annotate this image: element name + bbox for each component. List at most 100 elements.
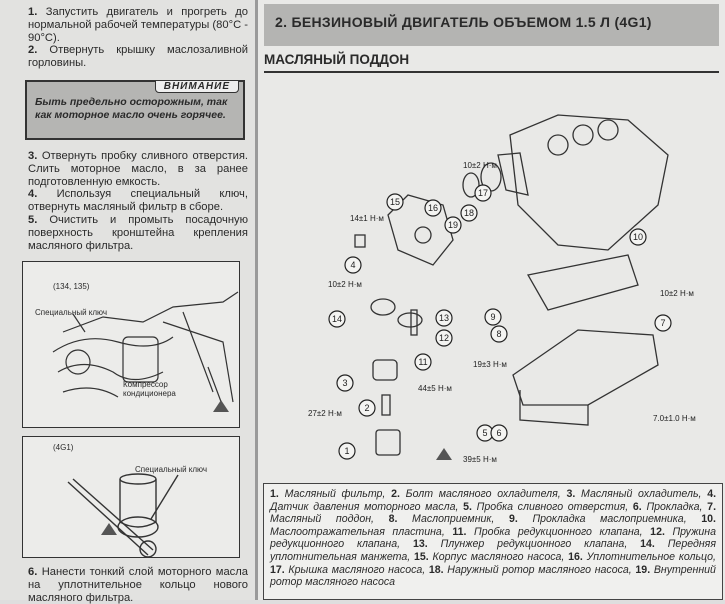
callout-number: 10 [633, 232, 643, 242]
step-num: 3. [28, 150, 38, 162]
legend-text: Передняя уплотнительная манжета, [270, 538, 716, 563]
callout-13: 13 [435, 309, 453, 327]
legend-num: 6. [632, 500, 642, 513]
callout-number: 15 [390, 197, 400, 207]
callout-number: 19 [448, 220, 458, 230]
legend-num: 12. [650, 525, 665, 538]
torque-label-t8: 19±3 Н·м [473, 360, 507, 369]
subsection-title: МАСЛЯНЫЙ ПОДДОН [264, 52, 410, 67]
torque-label-t5: 39±5 Н·м [463, 455, 497, 464]
legend-text: Масляный поддон, [270, 513, 374, 526]
step-text: Отвернуть пробку сливного отверстия. Сли… [28, 150, 248, 188]
watermark-logo-icon [213, 400, 229, 412]
figure-model: (134, 135) [53, 282, 90, 291]
legend-item: 18. Наружный ротор масляного насоса, [429, 564, 636, 576]
label-special-key: Специальный ключ [35, 308, 108, 317]
engine-block [509, 114, 669, 251]
engine-drawing [52, 291, 239, 412]
left-column: 1. Запустить двигатель и прогреть до нор… [0, 0, 255, 604]
watermark-logo-icon [101, 523, 117, 535]
steps-1-2: 1. Запустить двигатель и прогреть до нор… [28, 6, 248, 70]
step-text: Отвернуть крышку маслозаливной горловины… [28, 44, 248, 70]
callout-6: 6 [490, 424, 508, 442]
legend-num: 19. [635, 563, 651, 576]
callout-11: 11 [414, 353, 432, 371]
legend-num: 18. [428, 563, 444, 576]
section-header: 2. БЕНЗИНОВЫЙ ДВИГАТЕЛЬ ОБЪЕМОМ 1.5 Л (4… [264, 4, 719, 46]
callout-16: 16 [424, 199, 442, 217]
legend-num: 15. [413, 550, 429, 563]
oil-pan [512, 329, 659, 406]
torque-label-t11: 44±5 Н·м [418, 384, 452, 393]
callout-number: 5 [482, 428, 487, 438]
step-text: Запустить двигатель и прогреть до нормал… [28, 6, 249, 44]
callout-number: 3 [342, 378, 347, 388]
callout-number: 17 [478, 188, 488, 198]
callout-2: 2 [358, 399, 376, 417]
callout-10: 10 [629, 228, 647, 246]
legend-num: 13. [412, 538, 428, 551]
callout-15: 15 [386, 193, 404, 211]
legend-item: 13. Плунжер редукционного клапана, [413, 538, 640, 550]
legend-item: 19. Внутренний ротор масляного насоса [270, 564, 716, 589]
callout-number: 6 [496, 428, 501, 438]
legend-item: 5. Пробка сливного отверстия, [463, 501, 633, 513]
legend-text: Наружный ротор масляного насоса, [447, 563, 632, 576]
legend-num: 2. [391, 488, 400, 500]
callout-number: 4 [350, 260, 355, 270]
legend-item: 2. Болт масляного охладителя, [391, 488, 566, 500]
torque-label-t14: 14±1 Н·м [350, 214, 384, 223]
legend-text: Внутренний ротор масляного насоса [270, 563, 716, 589]
parts-legend: 1. Масляный фильтр, 2. Болт масляного ох… [263, 483, 723, 600]
legend-item: 17. Крышка масляного насоса, [270, 564, 429, 576]
legend-text: Пробка редукционного клапана, [474, 525, 643, 538]
callout-number: 1 [344, 446, 349, 456]
callout-number: 14 [332, 314, 342, 324]
legend-num: 3. [566, 488, 576, 500]
figure-filter-removal-4g1: (4G1) Специальный ключ [22, 436, 240, 558]
legend-item: 7. Масляный поддон, [270, 501, 716, 526]
legend-text: Прокладка, [646, 500, 703, 513]
callout-9: 9 [484, 308, 502, 326]
callout-number: 16 [428, 203, 438, 213]
step-5: 5. Очистить и промыть посадочную поверхн… [28, 214, 248, 252]
warning-text: Быть предельно осторожным, так как мотор… [35, 96, 228, 121]
callout-number: 9 [490, 312, 495, 322]
step-num: 6. [28, 566, 38, 578]
step-6: 6. Нанести тонкий слой моторного масла н… [28, 566, 248, 604]
legend-text: Корпус масляного насоса, [432, 550, 565, 563]
legend-item: 8. Маслоприемник, [389, 513, 509, 525]
section-title: 2. БЕНЗИНОВЫЙ ДВИГАТЕЛЬ ОБЪЕМОМ 1.5 Л (4… [275, 14, 652, 30]
legend-item: 3. Масляный охладитель, [566, 488, 707, 500]
legend-num: 16. [568, 550, 583, 563]
title-underline [264, 71, 719, 73]
step-text: Используя специальный ключ, отвернуть ма… [28, 188, 248, 214]
callout-4: 4 [344, 256, 362, 274]
legend-text: Маслоприемник, [412, 513, 495, 526]
legend-num: 8. [388, 513, 398, 526]
step-num: 2. [28, 44, 38, 57]
step-num: 1. [28, 6, 38, 18]
label-special-key: Специальный ключ [135, 465, 208, 474]
filter-wrench-drawing [67, 473, 179, 557]
legend-item: 12. Пружина редукционного клапана, [270, 526, 716, 551]
label-compressor: Компрессор кондиционера [123, 380, 176, 398]
callout-18: 18 [460, 204, 478, 222]
callout-number: 11 [418, 357, 427, 367]
right-column: 2. БЕНЗИНОВЫЙ ДВИГАТЕЛЬ ОБЪЕМОМ 1.5 Л (4… [258, 0, 725, 600]
legend-text: Масляный охладитель, [581, 488, 702, 500]
step-3: 3. Отвернуть пробку сливного отверстия. … [28, 150, 248, 188]
legend-item: 14. Передняя уплотнительная манжета, [270, 538, 716, 563]
callout-3: 3 [336, 374, 354, 392]
legend-text: Плунжер редукционного клапана, [440, 538, 628, 551]
torque-label-t17: 10±2 Н·м [463, 161, 497, 170]
torque-label-t7: 7.0±1.0 Н·м [653, 414, 696, 423]
watermark-logo-icon [436, 448, 452, 460]
callout-number: 13 [439, 313, 449, 323]
torque-label-t2: 27±2 Н·м [308, 409, 342, 418]
step-text: Нанести тонкий слой моторного масла на у… [28, 566, 249, 604]
pump-body [387, 194, 454, 266]
column-divider [255, 0, 258, 600]
callout-number: 7 [660, 318, 665, 328]
